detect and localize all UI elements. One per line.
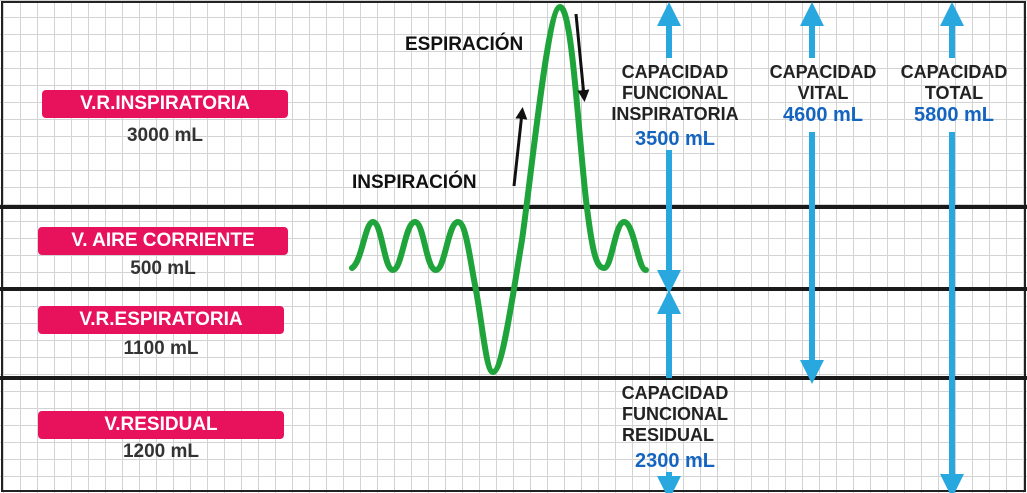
cv-label: CAPACIDAD VITAL — [769, 62, 877, 103]
irv-value: 3000 mL — [126, 125, 204, 146]
irv-label: V.R.INSPIRATORIA — [42, 90, 288, 118]
ct-label: CAPACIDAD TOTAL — [900, 62, 1008, 103]
ct-value: 5800 mL — [913, 104, 995, 126]
tv-value: 500 mL — [130, 258, 196, 279]
expiration-arrow — [574, 13, 590, 102]
divider-irv-tv — [0, 205, 1027, 209]
cfi-value: 3500 mL — [634, 128, 716, 150]
inspiracion-label: INSPIRACIÓN — [352, 172, 477, 193]
cfi-label: CAPACIDAD FUNCIONAL INSPIRATORIA — [611, 62, 739, 124]
spirometry-curve — [349, 4, 649, 375]
espiracion-label: ESPIRACIÓN — [405, 34, 524, 55]
rv-label: V.RESIDUAL — [38, 411, 284, 439]
cfr-value: 2300 mL — [634, 450, 716, 472]
rv-value: 1200 mL — [122, 441, 200, 462]
inspiration-arrow — [512, 107, 528, 187]
cv-value: 4600 mL — [782, 104, 864, 126]
divider-erv-rv — [0, 376, 1027, 380]
tv-label: V. AIRE CORRIENTE — [38, 227, 288, 255]
erv-label: V.R.ESPIRATORIA — [38, 306, 284, 334]
cfr-label: CAPACIDAD FUNCIONAL RESIDUAL — [621, 383, 729, 445]
erv-value: 1100 mL — [123, 338, 199, 359]
